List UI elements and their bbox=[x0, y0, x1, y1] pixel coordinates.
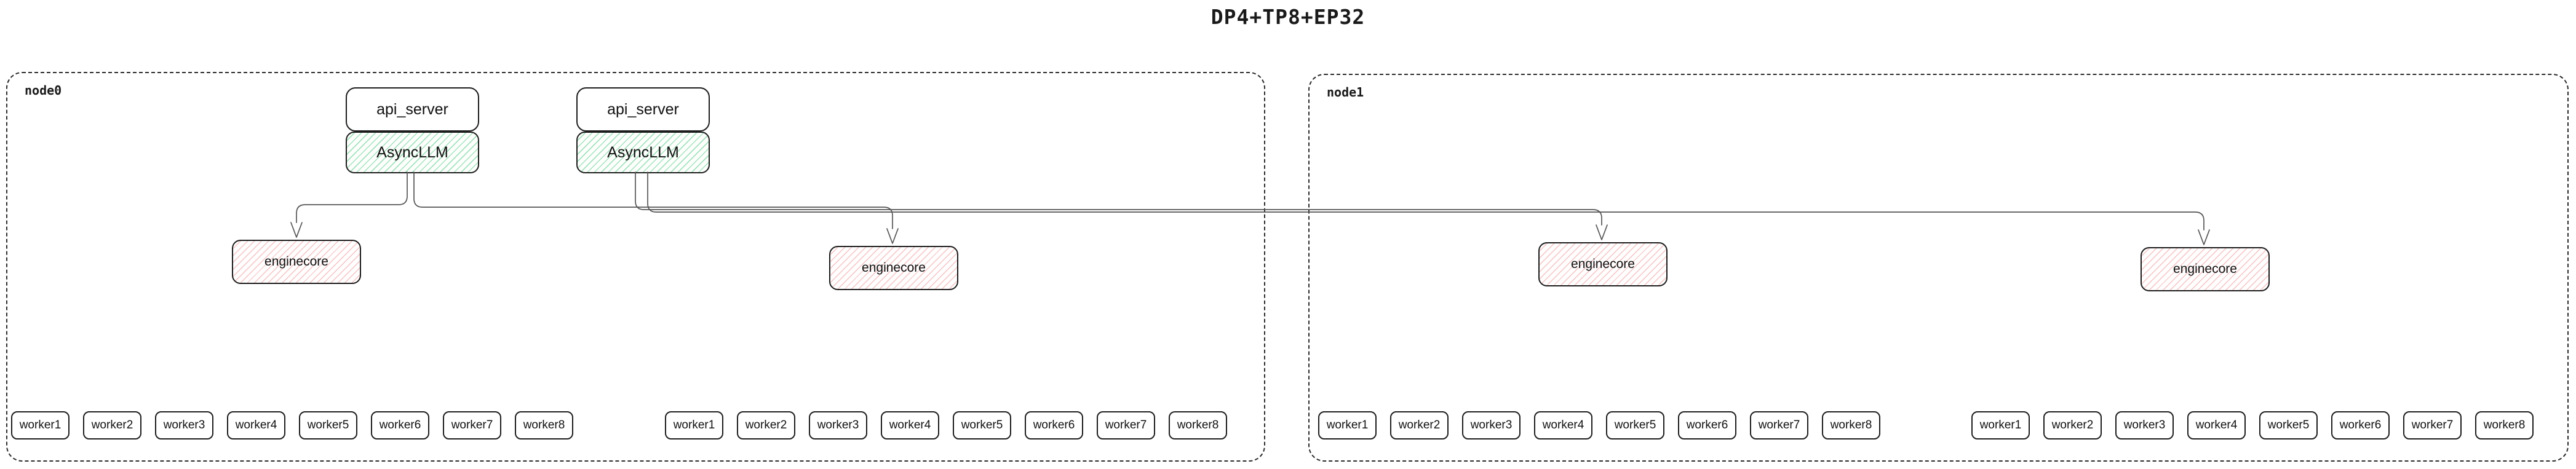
worker-group: worker1 worker2 worker3 worker4 worker5 worke… bbox=[665, 411, 1227, 439]
worker-box: worker4 bbox=[881, 411, 939, 439]
worker-box: worker2 bbox=[83, 411, 141, 439]
worker-box: worker8 bbox=[1169, 411, 1227, 439]
worker-box: worker8 bbox=[1822, 411, 1880, 439]
enginecore-label: enginecore bbox=[2173, 262, 2237, 276]
asyncllm-label: AsyncLLM bbox=[376, 143, 448, 161]
worker-box: worker4 bbox=[2187, 411, 2246, 439]
enginecore-box: enginecore bbox=[232, 240, 361, 284]
worker-box: worker1 bbox=[1971, 411, 2030, 439]
asyncllm-box: AsyncLLM bbox=[576, 132, 710, 173]
worker-group: worker1 worker2 worker3 worker4 worker5 worke… bbox=[11, 411, 573, 439]
api-server-label: api_server bbox=[376, 100, 448, 118]
worker-box: worker4 bbox=[227, 411, 285, 439]
worker-box: worker2 bbox=[737, 411, 795, 439]
worker-box: worker6 bbox=[1025, 411, 1083, 439]
asyncllm-label: AsyncLLM bbox=[607, 143, 679, 161]
worker-box: worker6 bbox=[1678, 411, 1736, 439]
enginecore-label: enginecore bbox=[862, 261, 926, 275]
node0-label: node0 bbox=[25, 83, 62, 98]
worker-box: worker3 bbox=[809, 411, 867, 439]
worker-box: worker5 bbox=[953, 411, 1011, 439]
worker-box: worker1 bbox=[11, 411, 70, 439]
worker-box: worker7 bbox=[1097, 411, 1155, 439]
worker-group: worker1 worker2 worker3 worker4 worker5 worke… bbox=[1971, 411, 2534, 439]
worker-box: worker5 bbox=[299, 411, 357, 439]
api-server-label: api_server bbox=[607, 100, 679, 118]
enginecore-box: enginecore bbox=[1538, 242, 1668, 286]
worker-box: worker1 bbox=[665, 411, 723, 439]
worker-group: worker1 worker2 worker3 worker4 worker5 worke… bbox=[1318, 411, 1880, 439]
worker-box: worker2 bbox=[2043, 411, 2102, 439]
node0-container: node0 api_server AsyncLLM api_server Asy… bbox=[6, 72, 1265, 462]
worker-box: worker3 bbox=[155, 411, 213, 439]
worker-box: worker7 bbox=[2403, 411, 2462, 439]
worker-box: worker7 bbox=[1750, 411, 1808, 439]
worker-box: worker6 bbox=[371, 411, 429, 439]
worker-box: worker8 bbox=[2475, 411, 2534, 439]
worker-box: worker5 bbox=[2259, 411, 2318, 439]
asyncllm-box: AsyncLLM bbox=[346, 132, 479, 173]
worker-box: worker4 bbox=[1534, 411, 1592, 439]
worker-box: worker3 bbox=[2115, 411, 2174, 439]
diagram-title: DP4+TP8+EP32 bbox=[1210, 5, 1366, 29]
node1-label: node1 bbox=[1327, 85, 1364, 100]
api-server-box: api_server bbox=[576, 87, 710, 132]
worker-box: worker7 bbox=[443, 411, 501, 439]
worker-box: worker3 bbox=[1462, 411, 1521, 439]
api-server-box: api_server bbox=[346, 87, 479, 132]
enginecore-box: enginecore bbox=[2141, 247, 2270, 291]
worker-box: worker1 bbox=[1318, 411, 1377, 439]
enginecore-label: enginecore bbox=[264, 254, 328, 269]
enginecore-label: enginecore bbox=[1571, 257, 1635, 271]
worker-box: worker6 bbox=[2331, 411, 2390, 439]
worker-box: worker5 bbox=[1606, 411, 1664, 439]
enginecore-box: enginecore bbox=[829, 246, 958, 290]
worker-box: worker2 bbox=[1390, 411, 1449, 439]
worker-box: worker8 bbox=[515, 411, 573, 439]
